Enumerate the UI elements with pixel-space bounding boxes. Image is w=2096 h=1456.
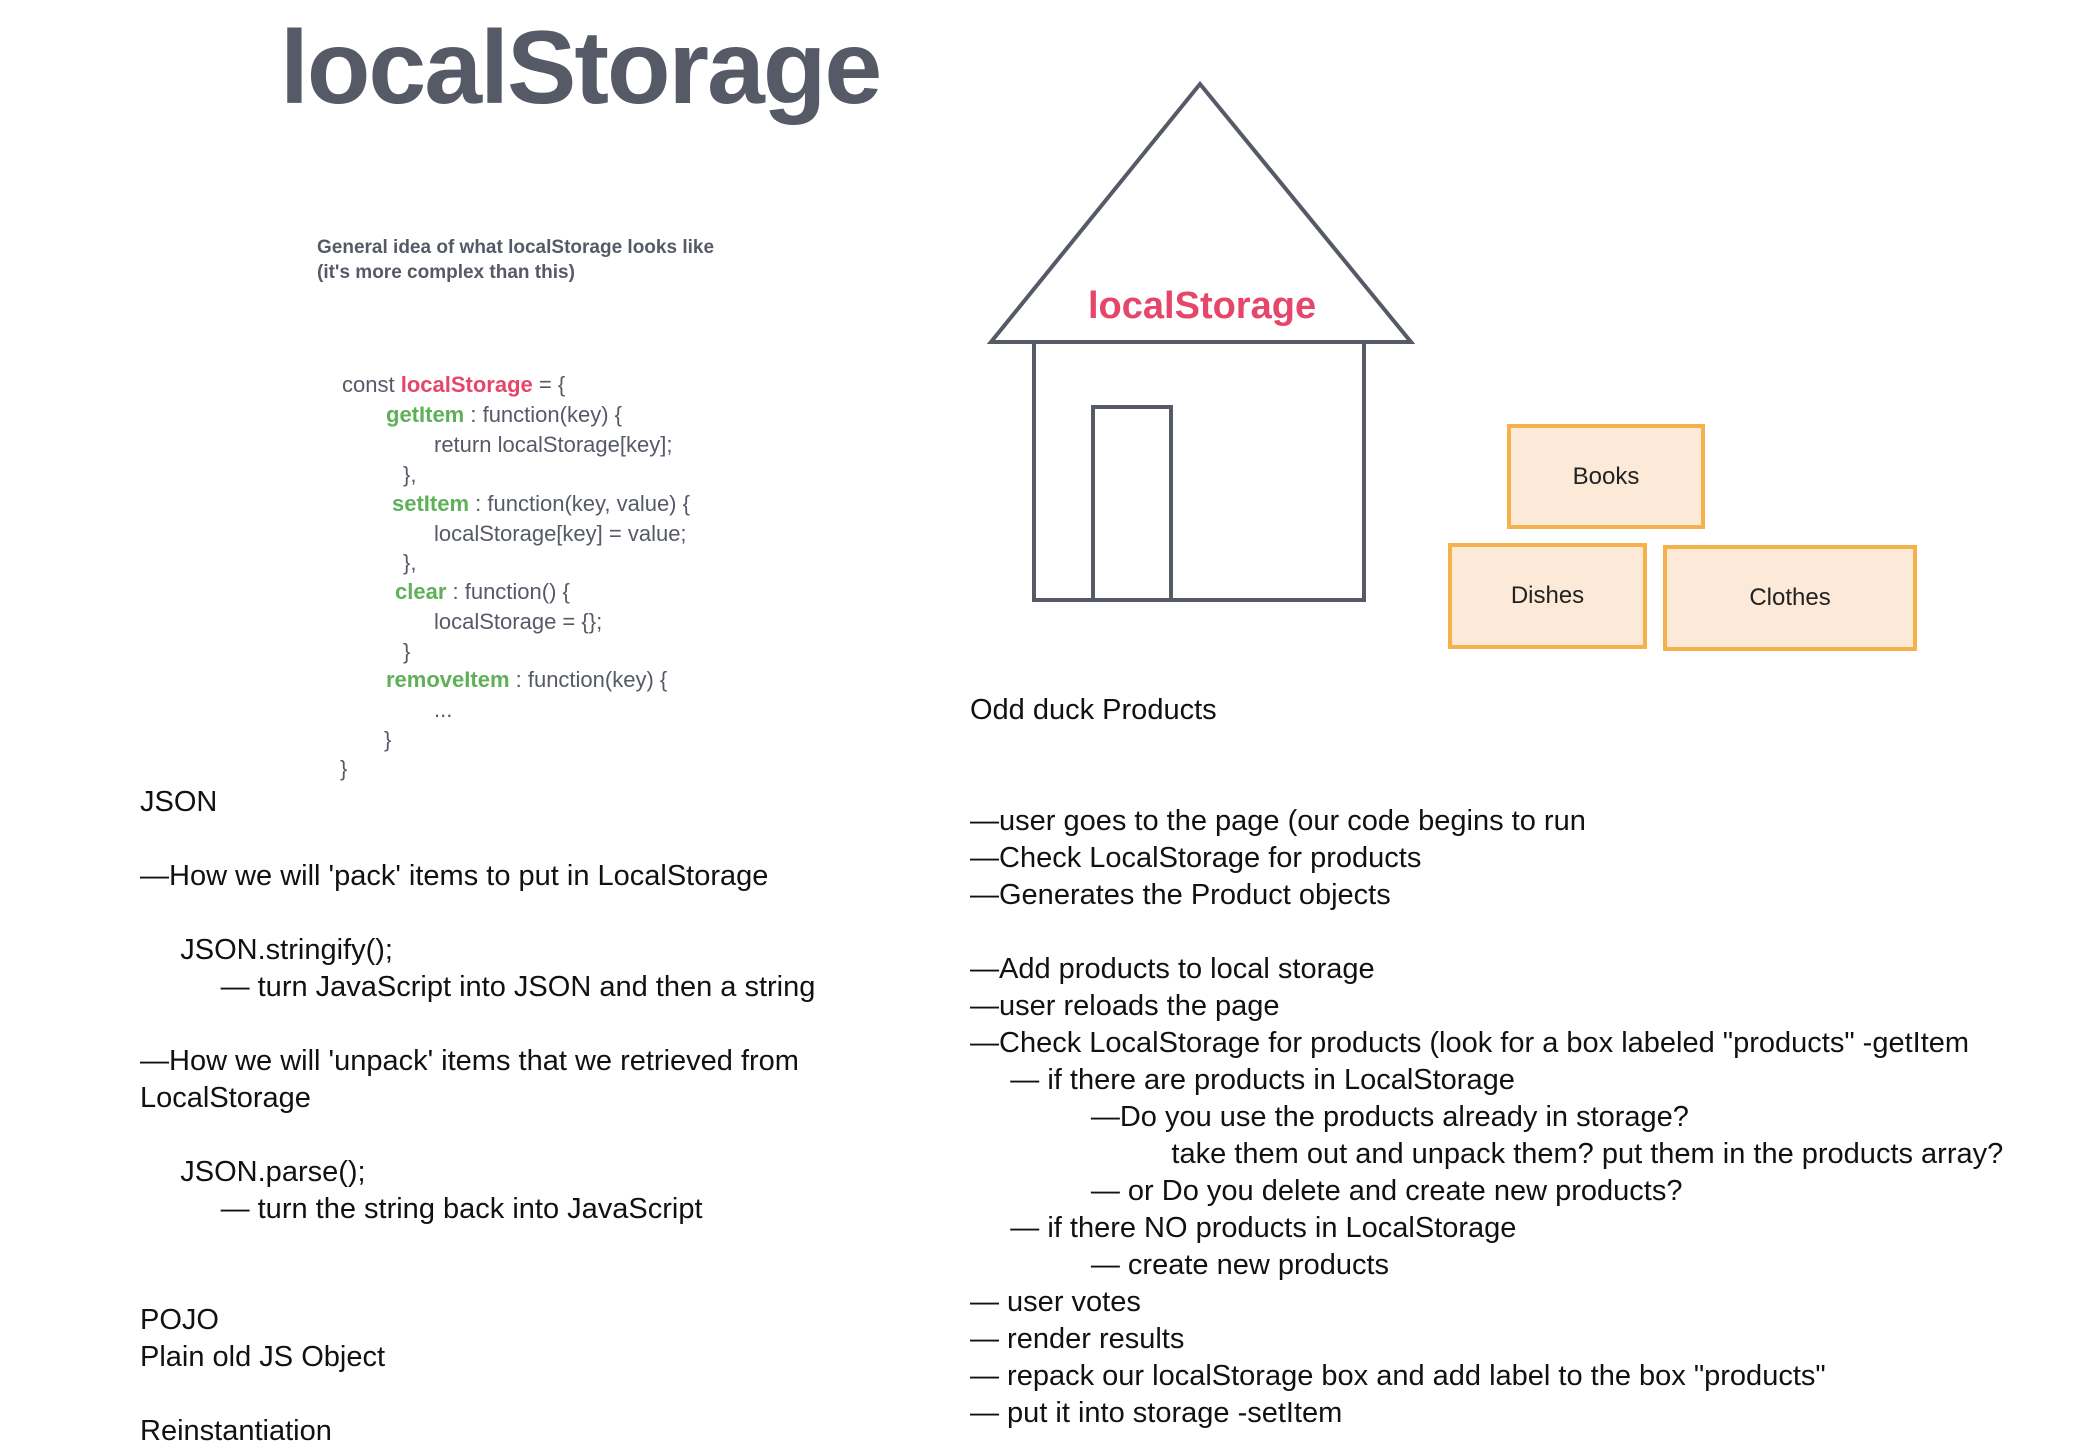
- code-line-removeitem: removeItem : function(key) {: [386, 667, 668, 692]
- left-note-line: — turn JavaScript into JSON and then a s…: [140, 971, 816, 1003]
- right-note-line: [970, 914, 2003, 951]
- house-body: [1032, 340, 1366, 602]
- right-note-line: Odd duck Products: [970, 694, 1217, 726]
- left-note-line: JSON: [140, 786, 218, 818]
- right-note-line: —user goes to the page (our code begins …: [970, 805, 1586, 837]
- left-note-line: Reinstantiation: [140, 1415, 332, 1447]
- caption-line-1: General idea of what localStorage looks …: [317, 237, 715, 258]
- code-line-clear: clear : function() {: [395, 579, 570, 604]
- page-title: localStorage: [280, 10, 882, 126]
- left-note-line: POJO: [140, 1304, 219, 1336]
- code-line-9: localStorage = {};: [434, 609, 603, 634]
- right-note-line: — create new products: [970, 1249, 1390, 1281]
- caption-line-2: (it's more complex than this): [317, 262, 575, 283]
- left-note-line: — turn the string back into JavaScript: [140, 1193, 703, 1225]
- left-notes: JSON —How we will 'pack' items to put in …: [140, 784, 815, 1450]
- code-line-10: }: [403, 639, 411, 664]
- right-note-line: — render results: [970, 1323, 1185, 1355]
- caption: General idea of what localStorage looks …: [317, 235, 714, 285]
- code-line-13: }: [384, 727, 392, 752]
- right-note-line: take them out and unpack them? put them …: [970, 1138, 2004, 1170]
- left-note-line: LocalStorage: [140, 1082, 311, 1114]
- left-note-line: JSON.parse();: [140, 1156, 366, 1188]
- right-note-line: —Do you use the products already in stor…: [970, 1101, 1689, 1133]
- code-line-setitem: setItem : function(key, value) {: [392, 491, 690, 516]
- code-line-3: return localStorage[key];: [434, 432, 673, 457]
- code-line-12: ...: [434, 697, 453, 722]
- removeitem-keyword: removeItem: [386, 667, 510, 692]
- right-note-line: — if there NO products in LocalStorage: [970, 1212, 1517, 1244]
- clear-keyword: clear: [395, 579, 447, 604]
- left-note-line: —How we will 'pack' items to put in Loca…: [140, 860, 769, 892]
- right-note-line: —Check LocalStorage for products: [970, 842, 1422, 874]
- code-line-7: },: [403, 550, 417, 575]
- right-note-line: —Add products to local storage: [970, 953, 1375, 985]
- house-label: localStorage: [1088, 285, 1317, 327]
- right-note-line: —user reloads the page: [970, 990, 1280, 1022]
- right-note-line: —Generates the Product objects: [970, 879, 1391, 911]
- box-dishes: Dishes: [1448, 543, 1647, 649]
- code-line-1: const localStorage = {: [342, 372, 566, 397]
- right-note-line: [970, 766, 2003, 803]
- right-notes: Odd duck Products —user goes to the page …: [970, 692, 2003, 1432]
- right-note-line: [970, 729, 2003, 766]
- right-note-line: — repack our localStorage box and add la…: [970, 1360, 1826, 1392]
- right-note-line: —Check LocalStorage for products (look f…: [970, 1027, 1970, 1059]
- left-note-line: —How we will 'unpack' items that we retr…: [140, 1045, 799, 1077]
- house-door: [1091, 405, 1173, 602]
- right-note-line: — or Do you delete and create new produc…: [970, 1175, 1683, 1207]
- setitem-keyword: setItem: [392, 491, 470, 516]
- getitem-keyword: getItem: [386, 402, 465, 427]
- code-line-6: localStorage[key] = value;: [434, 521, 687, 546]
- code-line-14: }: [340, 756, 348, 781]
- left-note-line: JSON.stringify();: [140, 934, 393, 966]
- localstorage-keyword: localStorage: [400, 372, 533, 397]
- right-note-line: — user votes: [970, 1286, 1141, 1318]
- code-line-getitem: getItem : function(key) {: [386, 402, 622, 427]
- box-books: Books: [1507, 424, 1705, 529]
- right-note-line: — put it into storage -setItem: [970, 1397, 1343, 1429]
- box-clothes: Clothes: [1663, 545, 1917, 651]
- left-note-line: Plain old JS Object: [140, 1341, 386, 1373]
- code-line-4: },: [403, 462, 417, 487]
- right-note-line: — if there are products in LocalStorage: [970, 1064, 1515, 1096]
